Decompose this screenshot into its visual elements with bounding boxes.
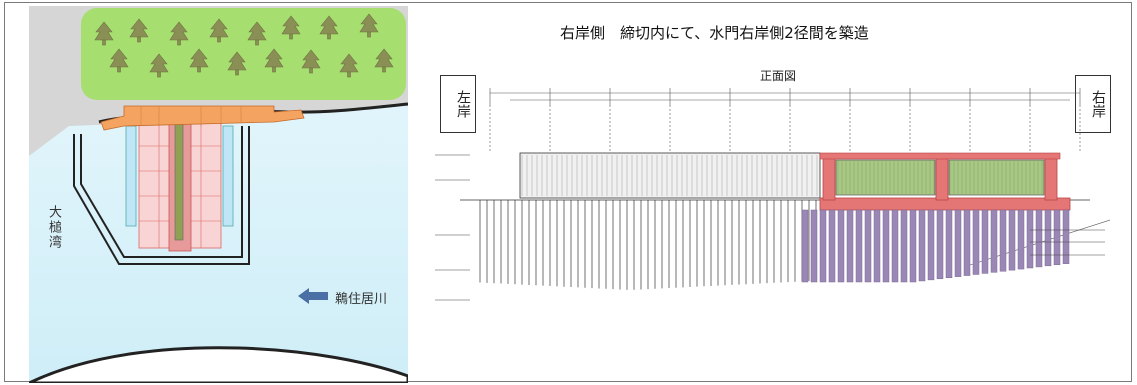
side-wall-left [125, 125, 137, 227]
new-pile [999, 209, 1007, 272]
new-pile [1008, 209, 1016, 271]
gate-pier [174, 121, 184, 241]
tree-icon [227, 51, 247, 76]
tree-icon [319, 15, 339, 40]
tree-icon [209, 18, 229, 43]
side-wall-right [222, 125, 234, 227]
new-pile [855, 209, 863, 283]
tree-icon [94, 21, 114, 46]
new-pile [936, 209, 944, 280]
deck-hatch [521, 155, 818, 196]
new-pile [963, 209, 971, 276]
new-pile [873, 209, 881, 283]
gate-leaf-hatch [837, 161, 1043, 194]
bridge-deck-lines [140, 106, 242, 126]
plan-view [29, 6, 408, 383]
tree-icons [94, 13, 394, 78]
new-pile [945, 209, 953, 278]
cofferdam-outline [73, 126, 250, 265]
slide-title: 右岸側 締切内にて、水門右岸側2径間を築造 [560, 24, 869, 42]
new-pile [918, 209, 926, 282]
cofferdam-outline-inner [80, 126, 243, 258]
new-pile [837, 209, 845, 283]
arrow-left-icon [298, 288, 328, 304]
tree-icon [247, 21, 267, 46]
dimension-ticks [489, 88, 1081, 153]
gate-leaf-1 [835, 159, 936, 196]
new-gate-pier-2 [935, 154, 949, 201]
shoreline-lower [29, 346, 408, 383]
level-marks [435, 154, 1105, 301]
new-gate-top-cap [819, 152, 1061, 160]
bay-label: 大槌湾 [46, 205, 61, 250]
tree-icon [129, 18, 149, 43]
new-pile [954, 209, 962, 277]
tree-icon [169, 21, 189, 46]
new-pile [882, 209, 890, 283]
existing-deck [519, 152, 821, 199]
tree-icon [281, 15, 301, 40]
tree-icon [149, 53, 169, 78]
new-pile [828, 209, 836, 283]
new-pile [1035, 209, 1043, 268]
tree-icon [301, 49, 321, 74]
tree-icon [189, 48, 209, 73]
tree-icon [359, 13, 379, 38]
new-pile [927, 209, 935, 281]
new-pile [972, 209, 980, 275]
new-pile [1062, 209, 1070, 264]
existing-piles [479, 200, 817, 290]
new-pile [819, 209, 827, 283]
bridge-deck [100, 105, 305, 131]
gate-leaf-2 [948, 159, 1045, 196]
front-elevation-drawing [435, 88, 1110, 301]
tree-icon [374, 48, 394, 73]
dimension-lines [490, 92, 1080, 101]
new-pile [864, 209, 872, 283]
new-pile [909, 209, 917, 283]
tree-icon [339, 53, 359, 78]
new-pile [801, 209, 809, 283]
new-pile [810, 209, 818, 283]
new-pile [1026, 209, 1034, 269]
tree-icon [264, 48, 284, 73]
tree-icon [109, 48, 129, 73]
right-bank-box: 右岸 [1075, 75, 1111, 133]
front-view-label: 正面図 [760, 69, 797, 83]
left-bank-box: 左岸 [440, 75, 476, 133]
new-pile [846, 209, 854, 283]
new-pile [1017, 209, 1025, 270]
new-pile [900, 209, 908, 283]
river-label: 鵜住居川 [335, 292, 388, 307]
forest-area [81, 8, 406, 100]
new-pile [981, 209, 989, 274]
new-pile [1044, 209, 1052, 267]
new-pile [1053, 209, 1061, 266]
new-gate-pier-3 [1044, 154, 1058, 201]
new-pile [990, 209, 998, 273]
new-piles [801, 209, 1070, 283]
new-pile [891, 209, 899, 283]
new-gate-pier-1 [822, 154, 836, 201]
